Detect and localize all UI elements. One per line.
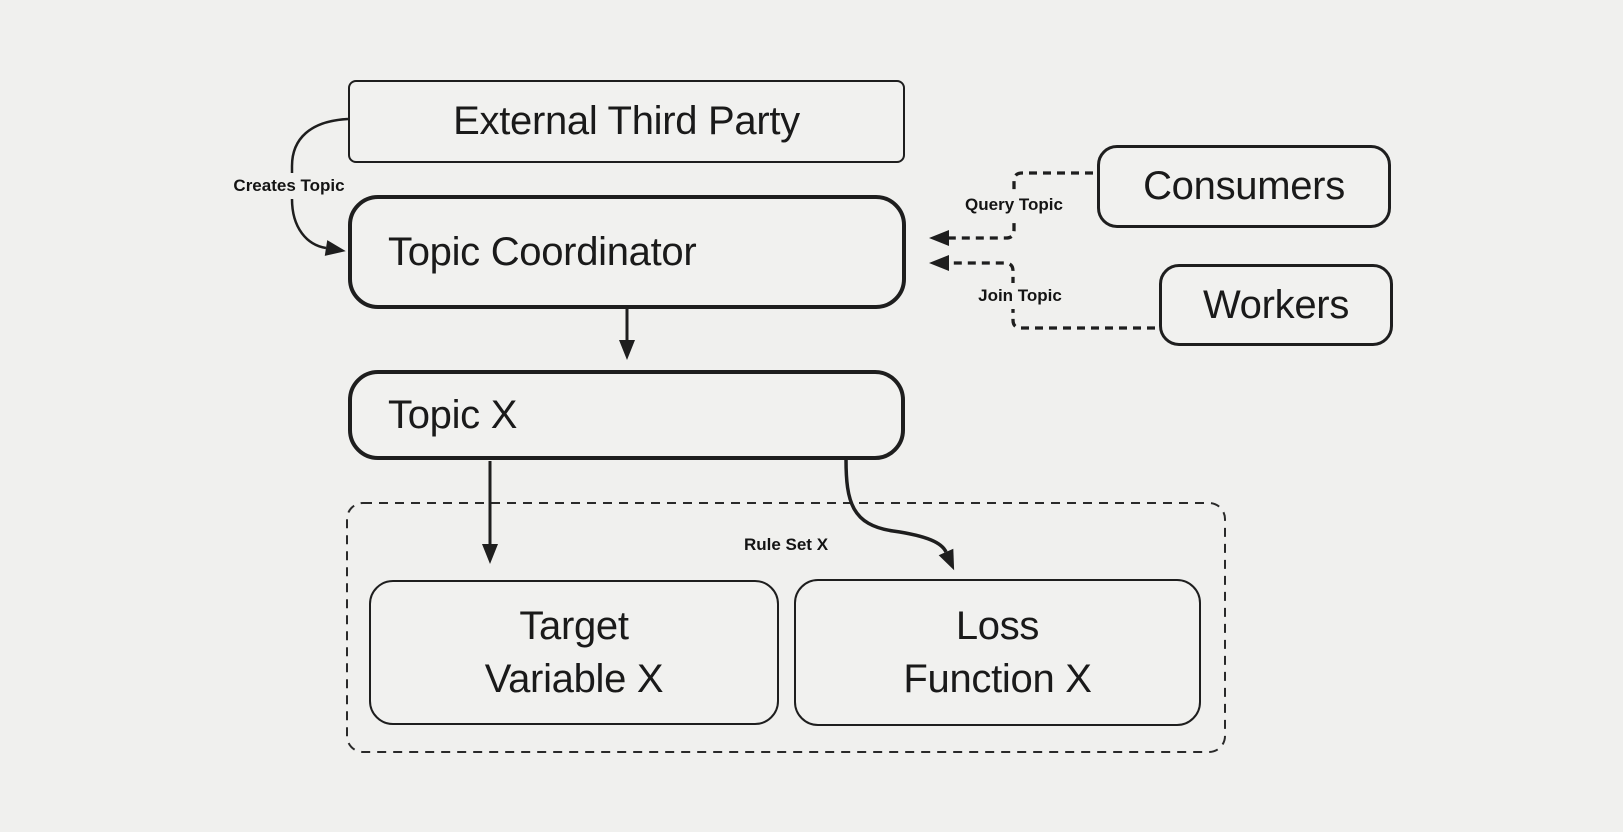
node-topic-coordinator: Topic Coordinator	[348, 195, 906, 309]
label-join-topic: Join Topic	[971, 283, 1069, 309]
label-rule-set-x: Rule Set X	[736, 532, 836, 558]
node-target-variable-x: Target Variable X	[369, 580, 779, 725]
label-query-topic: Query Topic	[958, 192, 1070, 218]
node-external-third-party: External Third Party	[348, 80, 905, 163]
label-creates-topic: Creates Topic	[226, 173, 352, 199]
node-consumers: Consumers	[1097, 145, 1391, 228]
node-workers: Workers	[1159, 264, 1393, 346]
edge-topic-x-to-loss-function	[844, 458, 955, 571]
edge-query-topic	[929, 171, 1093, 246]
edge-creates-topic	[290, 117, 349, 256]
node-loss-function-x: Loss Function X	[794, 579, 1201, 726]
node-topic-x: Topic X	[348, 370, 905, 460]
rule-set-group-border	[346, 502, 1226, 753]
